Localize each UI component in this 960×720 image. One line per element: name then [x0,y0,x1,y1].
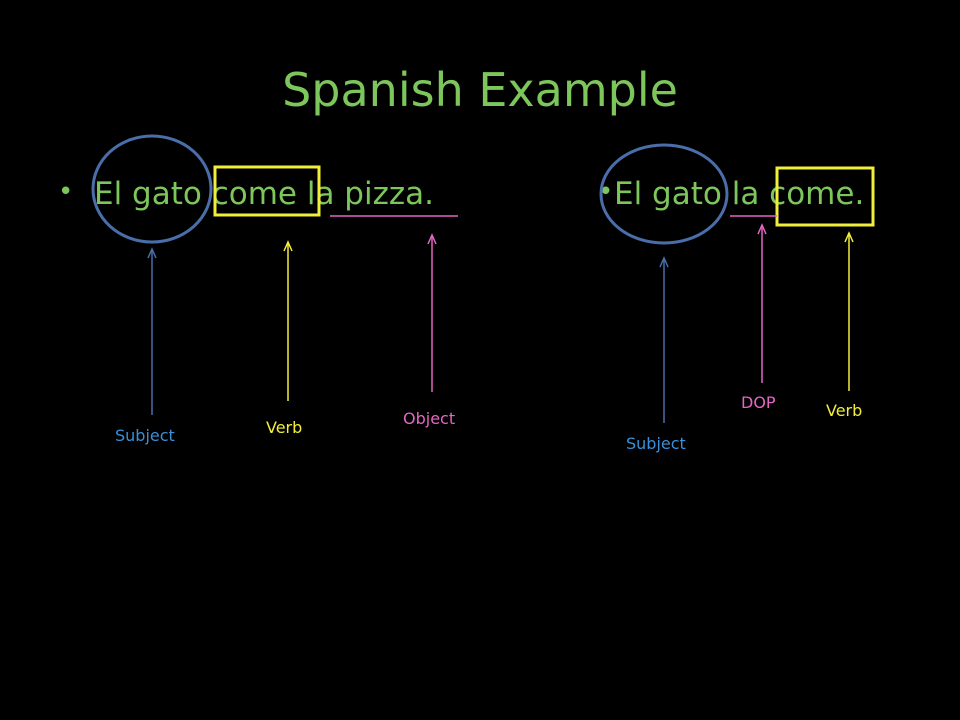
bullet-sentence-1: El gato come la pizza. [94,176,434,212]
object-arrow-left [427,233,437,392]
bullet-dot-1: • [58,177,74,207]
label-subject-right: Subject [626,434,686,453]
dop-arrow-right [757,223,767,383]
subject-circle-left [91,134,213,244]
bullet-sentence-2: El gato la come. [614,176,865,212]
verb-box-left [213,165,321,217]
subject-arrow-left [147,247,157,415]
subject-circle-right [599,143,729,245]
label-verb-right: Verb [826,401,863,420]
label-verb-left: Verb [266,418,303,437]
verb-box-right [775,166,875,227]
verb-arrow-right [844,231,854,391]
verb-arrow-left [283,240,293,401]
label-dop-right: DOP [741,393,776,412]
label-subject-left: Subject [115,426,175,445]
slide-title: Spanish Example [282,63,678,117]
label-object-left: Object [403,409,456,428]
subject-arrow-right [659,256,669,423]
